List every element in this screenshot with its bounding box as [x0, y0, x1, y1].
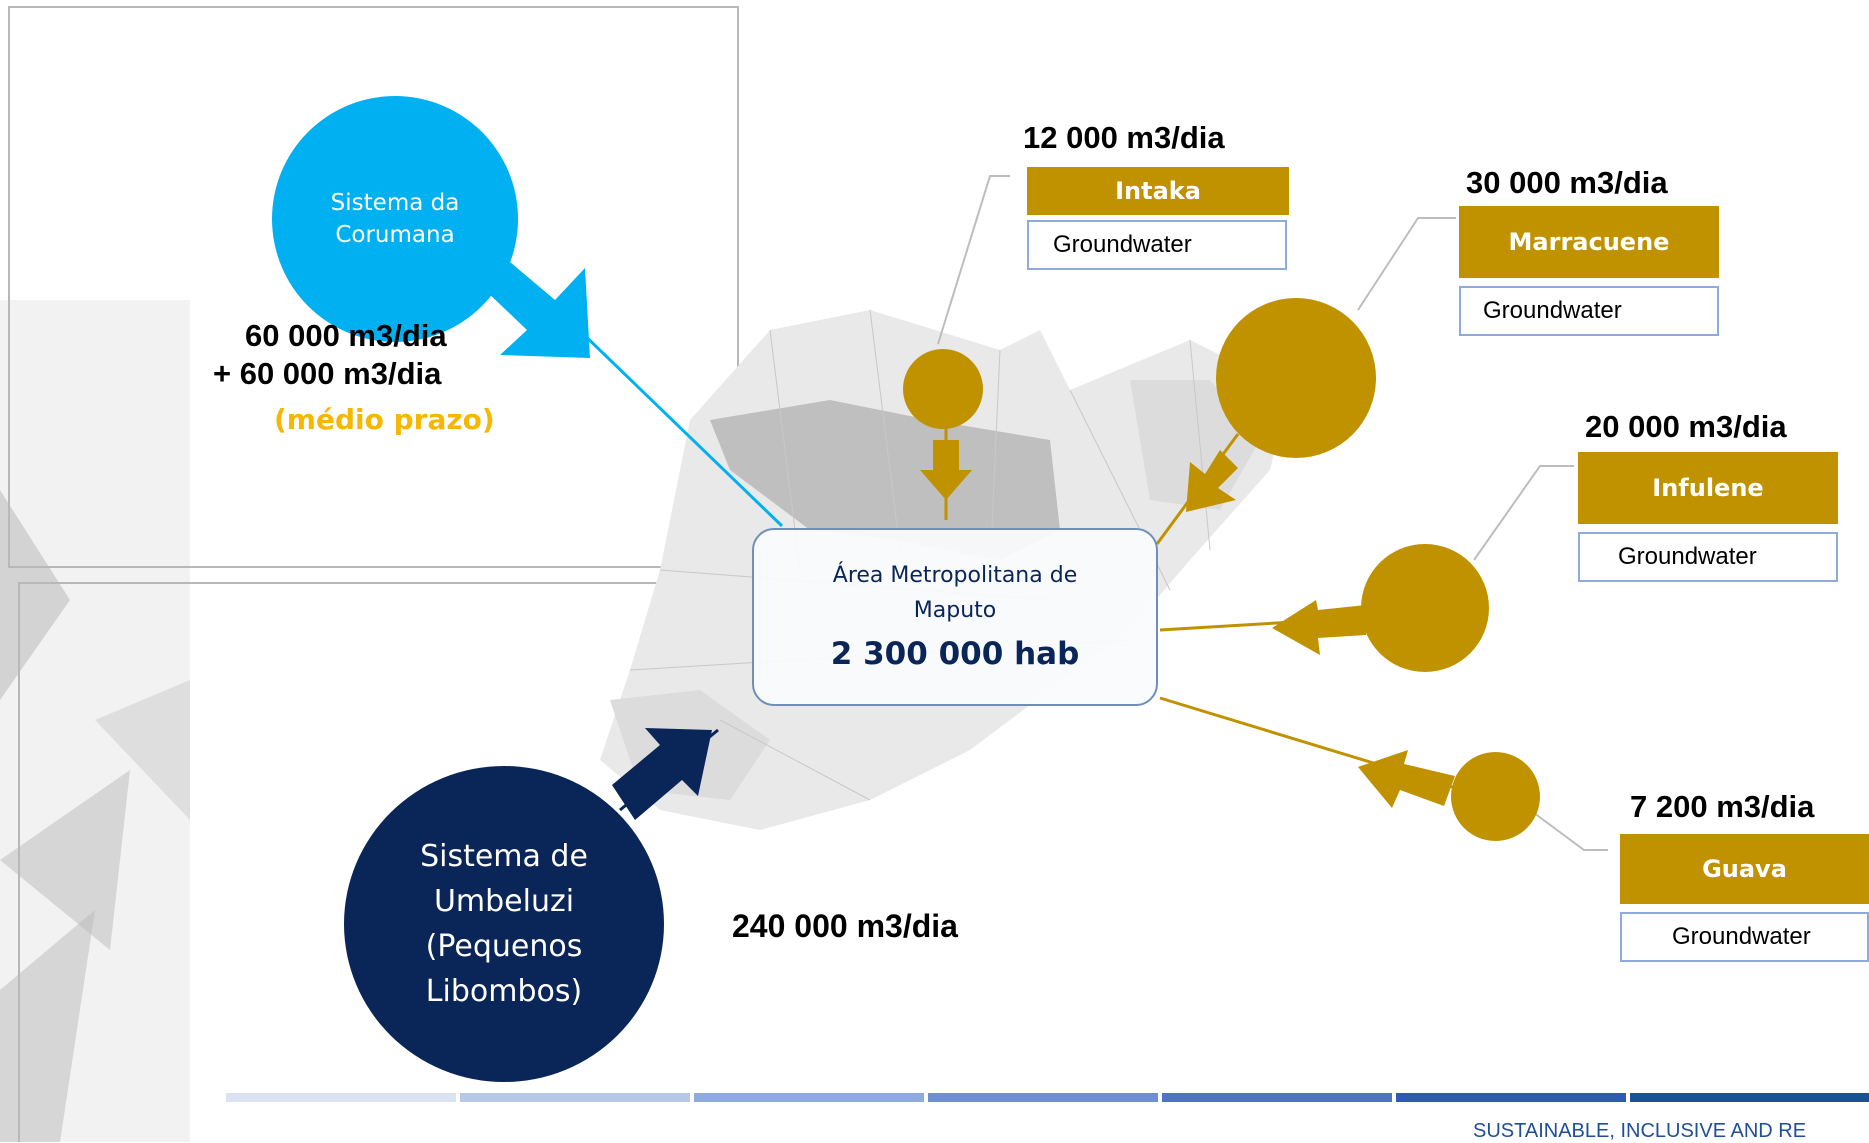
- intaka-arrow-icon: [920, 440, 972, 500]
- corumana-system-name: Sistema da Corumana: [330, 190, 460, 248]
- intaka-source-circle: [903, 349, 983, 429]
- corumana-flow-line-1: 60 000 m3/dia: [245, 318, 447, 353]
- infulene-type: Groundwater: [1578, 532, 1838, 582]
- intaka-name: Intaka: [1027, 167, 1289, 215]
- umbeluzi-flow: 240 000 m3/dia: [732, 908, 958, 944]
- infulene-name: Infulene: [1578, 452, 1838, 524]
- infulene-source-circle: [1361, 544, 1489, 672]
- guava-flow: 7 200 m3/dia: [1630, 789, 1815, 824]
- corumana-arrow-icon: [485, 262, 590, 358]
- marracuene-source-circle: [1216, 298, 1376, 458]
- metropolitan-area-box: Área Metropolitana de Maputo 2 300 000 h…: [752, 528, 1158, 706]
- umbeluzi-frame: [18, 582, 748, 1142]
- umbeluzi-arrow-icon: [612, 728, 712, 820]
- intaka-type: Groundwater: [1027, 220, 1287, 270]
- corumana-system-circle: Sistema da Corumana: [272, 96, 518, 342]
- umbeluzi-system-name: Sistema de Umbeluzi (Pequenos Libombos): [420, 839, 588, 1009]
- corumana-frame: [8, 6, 739, 568]
- intaka-flow: 12 000 m3/dia: [1023, 120, 1225, 155]
- marracuene-arrow-icon: [1186, 450, 1238, 512]
- marracuene-flow: 30 000 m3/dia: [1466, 165, 1668, 200]
- corumana-flow-note: (médio prazo): [274, 403, 495, 436]
- corumana-flow-line-2: + 60 000 m3/dia: [213, 356, 442, 391]
- umbeluzi-system-circle: Sistema de Umbeluzi (Pequenos Libombos): [344, 766, 664, 1082]
- infulene-flow: 20 000 m3/dia: [1585, 409, 1787, 444]
- logo-watermark: [0, 300, 190, 1142]
- footer-tagline: SUSTAINABLE, INCLUSIVE AND RE: [1473, 1120, 1807, 1142]
- guava-source-circle: [1451, 752, 1540, 841]
- metropolitan-area-name: Área Metropolitana de Maputo: [832, 563, 1078, 623]
- guava-type: Groundwater: [1620, 912, 1869, 962]
- guava-name: Guava: [1620, 834, 1869, 904]
- marracuene-type: Groundwater: [1459, 286, 1719, 336]
- guava-arrow-icon: [1358, 750, 1455, 808]
- marracuene-name: Marracuene: [1459, 206, 1719, 278]
- infulene-arrow-icon: [1272, 600, 1366, 655]
- metropolitan-area-population: 2 300 000 hab: [830, 636, 1080, 672]
